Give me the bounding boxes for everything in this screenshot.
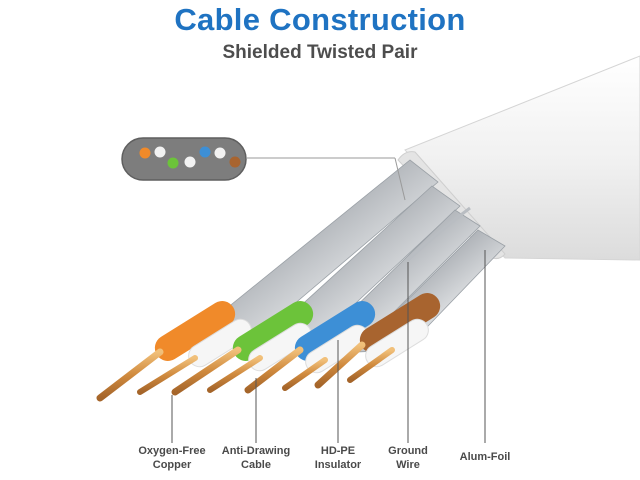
label-oxygen-free-copper: Oxygen-Free Copper <box>117 444 227 472</box>
label-line: Anti-Drawing <box>221 445 291 457</box>
label-line: HD-PE <box>320 445 356 457</box>
label-alum-foil: Alum-Foil <box>430 450 540 464</box>
label-line: Wire <box>396 459 420 471</box>
ground-wire <box>406 206 471 262</box>
label-line: Insulator <box>314 459 362 471</box>
label-line: Cable <box>241 459 271 471</box>
label-line: Alum-Foil <box>459 451 511 463</box>
label-ground-wire: Ground Wire <box>353 444 463 472</box>
cross-section-inset <box>121 137 406 201</box>
copper-conductors <box>96 341 395 402</box>
label-hd-pe-insulator: HD-PE Insulator <box>283 444 393 472</box>
green-pair <box>232 301 314 372</box>
page-subtitle: Shielded Twisted Pair <box>222 42 418 63</box>
label-line: Ground <box>388 445 428 457</box>
page-title: Cable Construction <box>174 2 466 37</box>
label-line: Oxygen-Free <box>138 445 206 457</box>
label-anti-drawing-cable: Anti-Drawing Cable <box>201 444 311 472</box>
label-line: Copper <box>152 459 192 471</box>
leader-lines <box>171 250 486 443</box>
